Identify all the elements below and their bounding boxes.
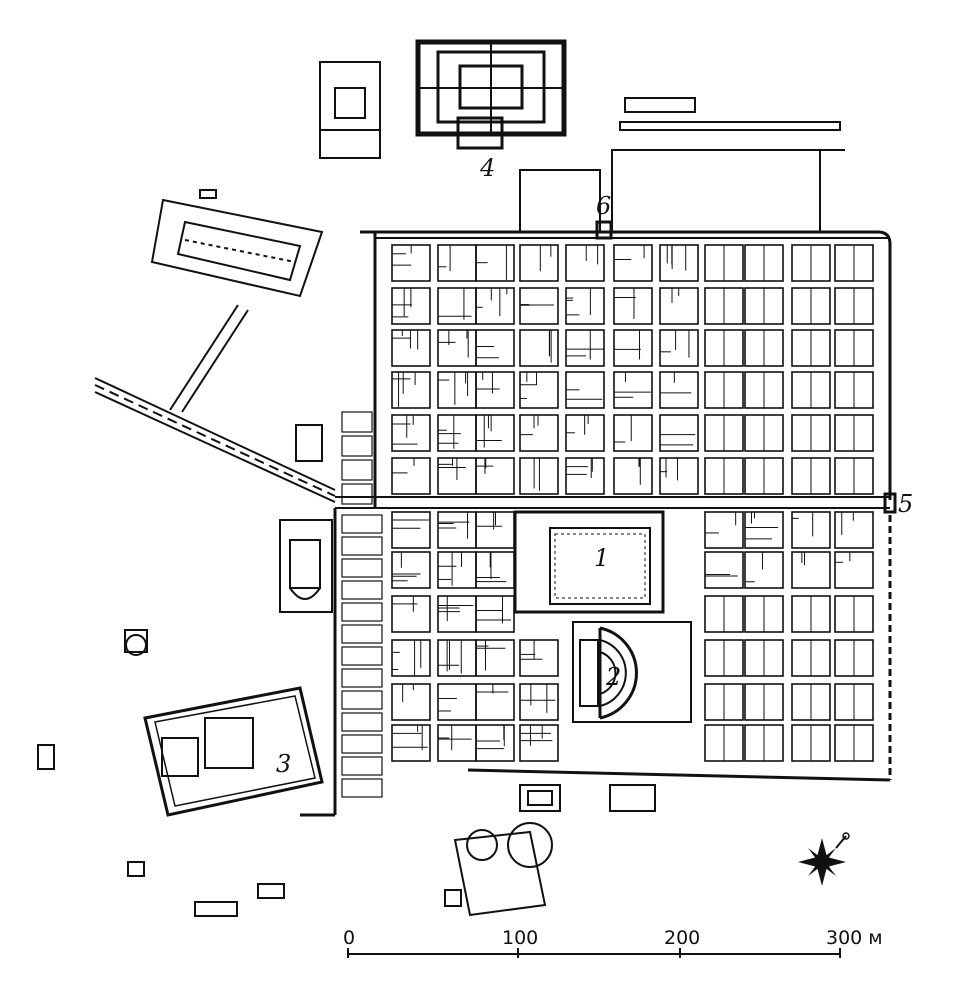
city-block xyxy=(704,511,744,549)
baths-building xyxy=(415,39,567,150)
city-block xyxy=(341,712,383,732)
main-streets xyxy=(335,237,890,509)
west-arena xyxy=(279,519,333,613)
city-block xyxy=(341,778,383,798)
scale-bar: 0 100 200 300 м xyxy=(343,927,883,958)
city-block xyxy=(341,734,383,754)
city-block xyxy=(613,244,653,282)
label-temple: 3 xyxy=(276,750,291,778)
city-block xyxy=(341,580,383,600)
theatre xyxy=(572,621,692,723)
forum xyxy=(513,510,665,614)
city-block xyxy=(744,511,784,549)
label-baths: 4 xyxy=(479,154,495,182)
label-forum: 1 xyxy=(594,544,609,572)
city-block xyxy=(519,287,559,325)
city-block xyxy=(519,639,559,677)
city-block xyxy=(834,511,874,549)
city-block xyxy=(391,639,431,677)
scale-tick-100: 100 xyxy=(502,927,538,949)
city-block xyxy=(613,329,653,367)
city-block xyxy=(475,371,515,409)
city-block xyxy=(341,411,373,433)
city-block xyxy=(791,511,831,549)
city-block xyxy=(391,414,431,452)
north-structures xyxy=(519,97,845,232)
city-block xyxy=(519,371,559,409)
city-block xyxy=(519,329,559,367)
temple-precinct xyxy=(143,686,324,817)
city-block xyxy=(565,329,605,367)
scale-tick-300: 300 м xyxy=(826,927,883,949)
city-block xyxy=(475,287,515,325)
city-block xyxy=(704,551,744,589)
city-blocks xyxy=(341,244,874,798)
city-block xyxy=(341,602,383,622)
city-block xyxy=(341,690,383,710)
isolated-structures xyxy=(37,424,323,917)
city-block xyxy=(391,595,431,633)
city-block xyxy=(613,457,653,495)
city-block xyxy=(519,683,559,721)
city-block xyxy=(341,624,383,644)
city-block xyxy=(391,371,431,409)
city-block xyxy=(565,287,605,325)
city-block xyxy=(475,683,515,721)
city-block xyxy=(791,551,831,589)
city-block xyxy=(391,724,431,762)
diagonal-road xyxy=(94,304,336,503)
city-block xyxy=(391,511,431,549)
city-block xyxy=(391,551,431,589)
city-wall xyxy=(300,230,892,817)
city-block xyxy=(475,595,515,633)
city-block xyxy=(475,414,515,452)
south-building xyxy=(519,784,656,812)
northwest-building xyxy=(319,61,381,159)
city-block xyxy=(659,414,699,452)
city-block xyxy=(475,724,515,762)
city-block xyxy=(519,244,559,282)
city-block xyxy=(659,329,699,367)
northwest-complex xyxy=(150,189,324,298)
city-block xyxy=(613,287,653,325)
label-east-gate: 5 xyxy=(898,490,913,518)
city-block xyxy=(519,414,559,452)
city-block xyxy=(613,371,653,409)
city-block xyxy=(519,724,559,762)
city-block xyxy=(659,244,699,282)
city-block xyxy=(613,414,653,452)
city-block xyxy=(341,514,383,534)
city-block xyxy=(659,457,699,495)
label-theatre: 2 xyxy=(605,663,621,691)
city-block xyxy=(565,457,605,495)
city-block xyxy=(341,558,383,578)
city-block xyxy=(475,329,515,367)
city-block xyxy=(834,551,874,589)
city-block xyxy=(341,668,383,688)
city-block xyxy=(341,536,383,556)
city-block xyxy=(341,756,383,776)
southern-church xyxy=(444,822,553,917)
city-block xyxy=(475,639,515,677)
city-block xyxy=(341,483,373,505)
city-block xyxy=(475,457,515,495)
city-block xyxy=(341,435,373,457)
city-block xyxy=(391,329,431,367)
label-north-gate: 6 xyxy=(596,192,611,220)
city-block xyxy=(391,683,431,721)
scale-tick-0: 0 xyxy=(343,927,355,949)
city-block xyxy=(391,457,431,495)
scale-tick-200: 200 xyxy=(664,927,700,949)
city-block xyxy=(341,646,383,666)
city-block xyxy=(565,244,605,282)
city-block xyxy=(744,551,784,589)
city-block xyxy=(341,459,373,481)
gates xyxy=(595,220,897,514)
city-block xyxy=(659,371,699,409)
compass-rose-icon xyxy=(798,832,850,886)
